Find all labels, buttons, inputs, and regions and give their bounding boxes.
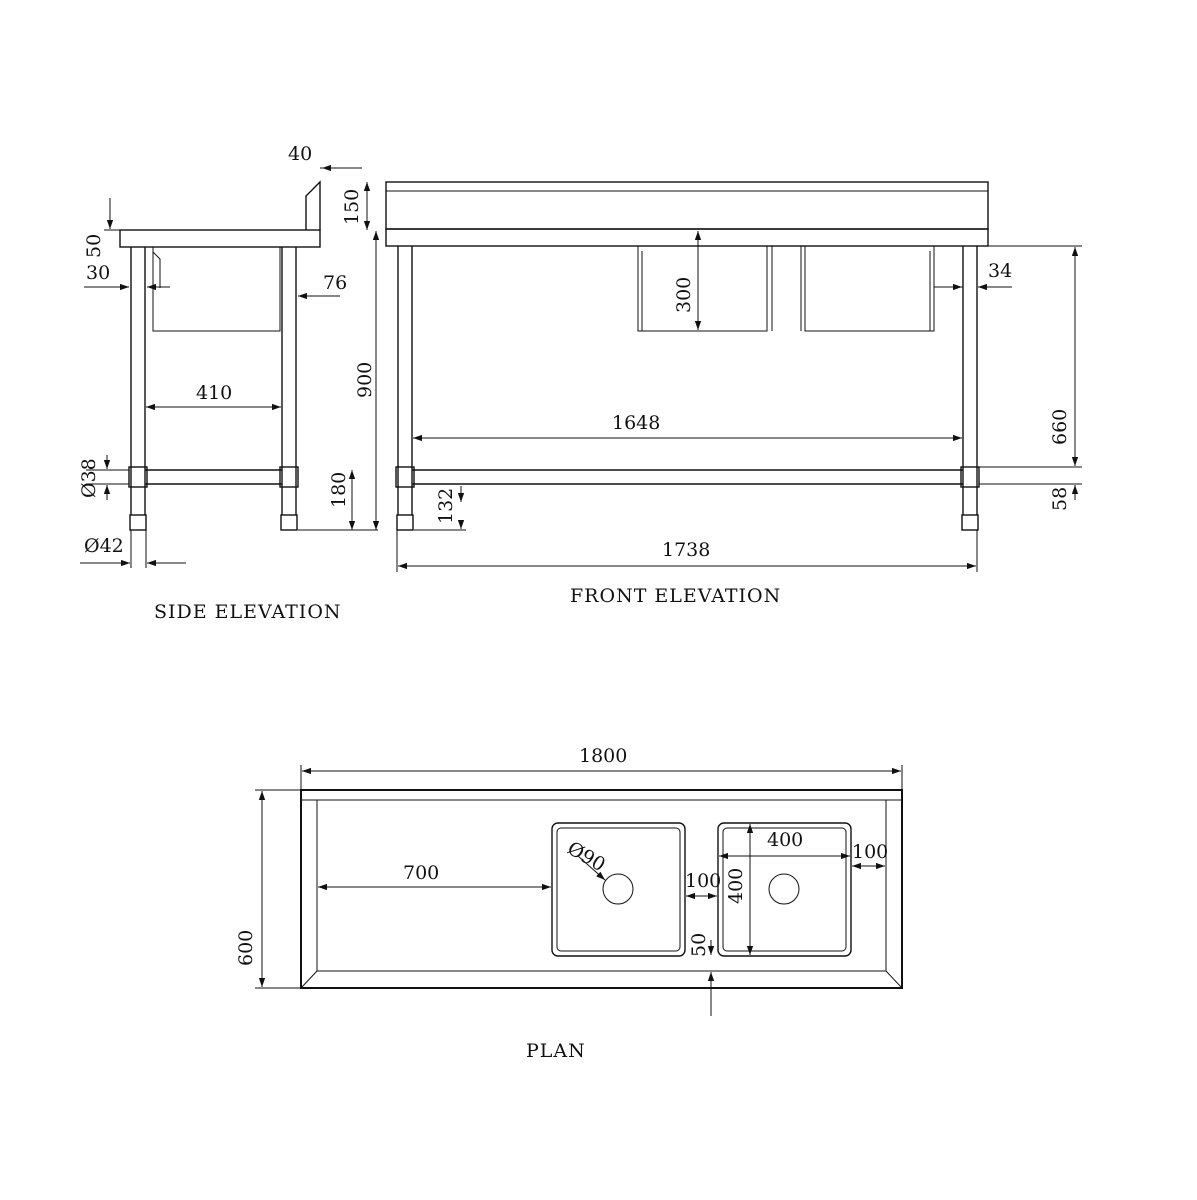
front-bowl-depth: 300 xyxy=(673,277,695,313)
side-leg-inset: 76 xyxy=(323,272,347,294)
side-rail-height: 180 xyxy=(328,472,350,508)
side-elevation: 40 150 50 30 76 410 900 180 Ø38 xyxy=(78,143,380,623)
side-top-thickness: 50 xyxy=(83,234,105,258)
side-height: 900 xyxy=(354,362,376,398)
front-overall-length: 1738 xyxy=(662,539,710,561)
plan-bowl-width: 400 xyxy=(767,829,803,851)
plan-end-margin: 100 xyxy=(852,841,888,863)
front-elevation-caption: FRONT ELEVATION xyxy=(570,585,781,607)
side-splash-thickness: 40 xyxy=(288,143,312,165)
side-rail-diameter: Ø38 xyxy=(78,458,100,498)
front-rail-offset: 58 xyxy=(1049,487,1071,511)
side-elevation-caption: SIDE ELEVATION xyxy=(154,601,342,623)
front-inner-span: 1648 xyxy=(612,412,660,434)
side-splash-height: 150 xyxy=(341,189,363,225)
plan-bowl-gap: 100 xyxy=(685,870,721,892)
plan-depth: 600 xyxy=(235,930,257,966)
front-elevation: 300 34 660 58 1648 132 1738 FRONT ELEVAT… xyxy=(385,181,1082,607)
plan-view: 1800 600 700 Ø90 100 400 100 400 50 PLAN xyxy=(235,745,903,1062)
side-leg-spacing: 410 xyxy=(196,382,232,404)
front-rail-height: 132 xyxy=(435,488,457,524)
plan-waste-diameter: Ø90 xyxy=(564,837,609,876)
front-end-offset: 34 xyxy=(988,260,1012,282)
plan-bowl-depth: 400 xyxy=(725,868,747,904)
plan-caption: PLAN xyxy=(526,1040,586,1062)
side-leg-diameter: Ø42 xyxy=(84,535,124,557)
side-apron-offset: 30 xyxy=(86,262,110,284)
plan-front-margin: 50 xyxy=(688,933,710,957)
plan-length: 1800 xyxy=(579,745,627,767)
front-underside-height: 660 xyxy=(1049,409,1071,445)
plan-left-offset: 700 xyxy=(403,862,439,884)
